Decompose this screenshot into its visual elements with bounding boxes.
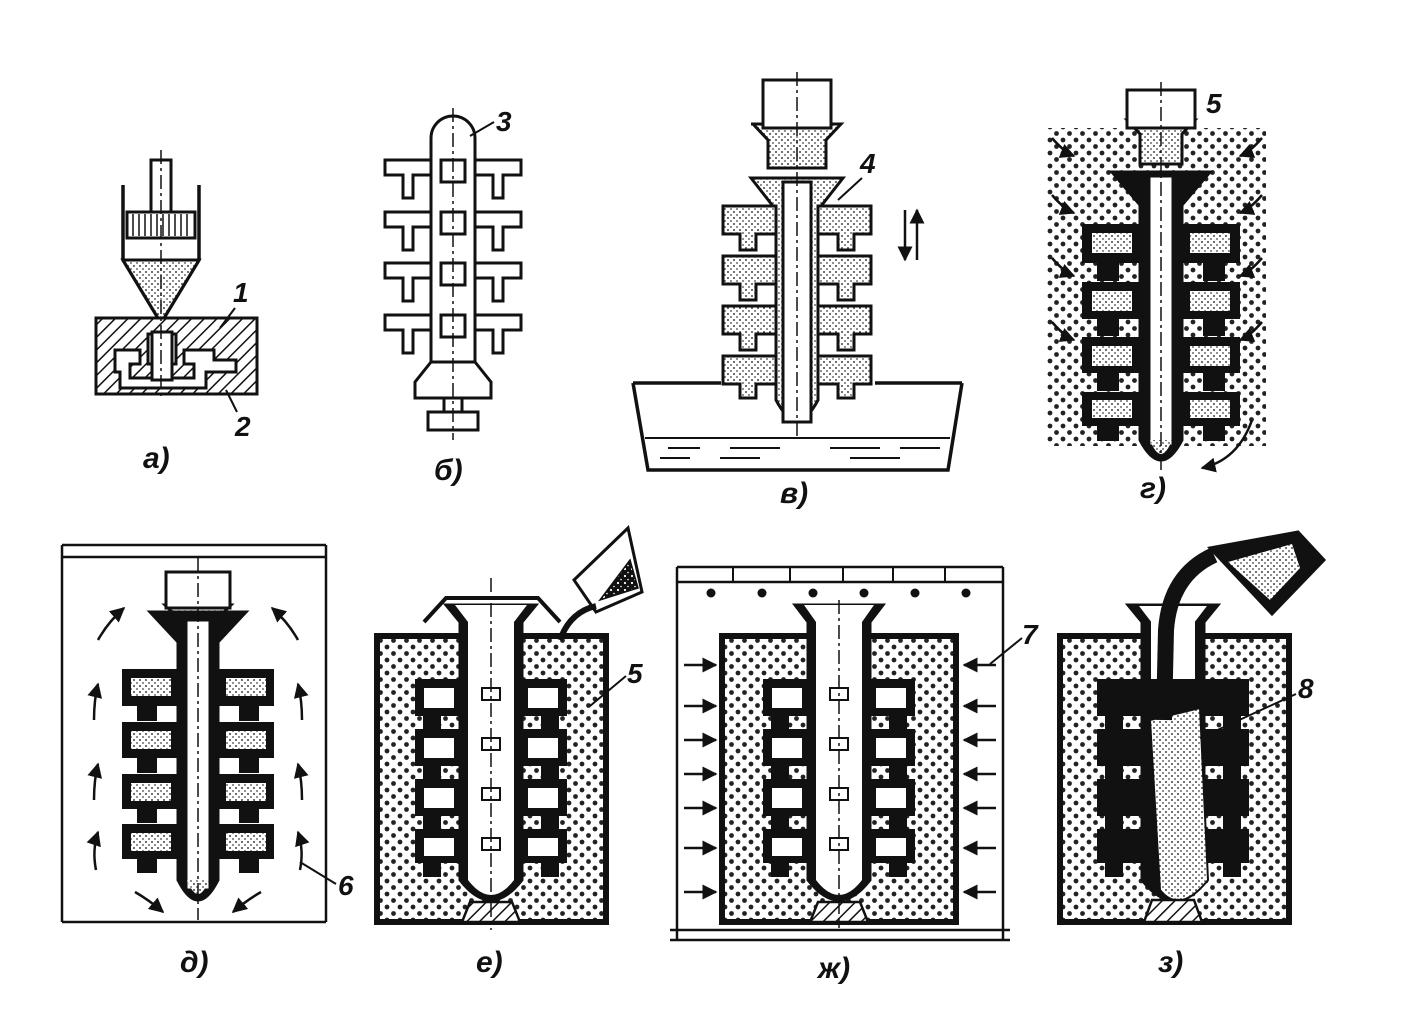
panel-v-coating-dip — [631, 72, 964, 472]
panel-z-label: з) — [1158, 946, 1183, 979]
panel-g-label: г) — [1140, 472, 1166, 505]
panel-a-label: а) — [143, 442, 170, 475]
panel-a-wax-injection — [94, 150, 259, 400]
panel-g-sand-sprinkling — [1046, 82, 1266, 473]
panel-d-drying-chamber — [60, 543, 328, 924]
callout-2: 2 — [234, 411, 251, 442]
callout-3: 3 — [496, 106, 512, 137]
callout-5-bottom: 5 — [627, 658, 643, 689]
callout-6: 6 — [338, 870, 354, 901]
panel-b-label: б) — [434, 454, 463, 487]
panel-zh-vibration-compaction — [670, 565, 1010, 942]
panel-b-pattern-assembly — [383, 108, 523, 440]
panel-e-flask-filling — [374, 525, 644, 930]
panel-d-label: д) — [180, 946, 209, 979]
panel-z-metal-pouring — [1057, 530, 1327, 925]
callout-4: 4 — [859, 148, 876, 179]
panel-v-label: в) — [780, 477, 808, 510]
panel-zh-label: ж) — [816, 952, 850, 985]
callout-8: 8 — [1298, 673, 1314, 704]
callout-1: 1 — [233, 277, 249, 308]
panel-e-label: е) — [476, 946, 503, 979]
callout-7: 7 — [1022, 619, 1039, 650]
callout-5-top: 5 — [1206, 88, 1222, 119]
